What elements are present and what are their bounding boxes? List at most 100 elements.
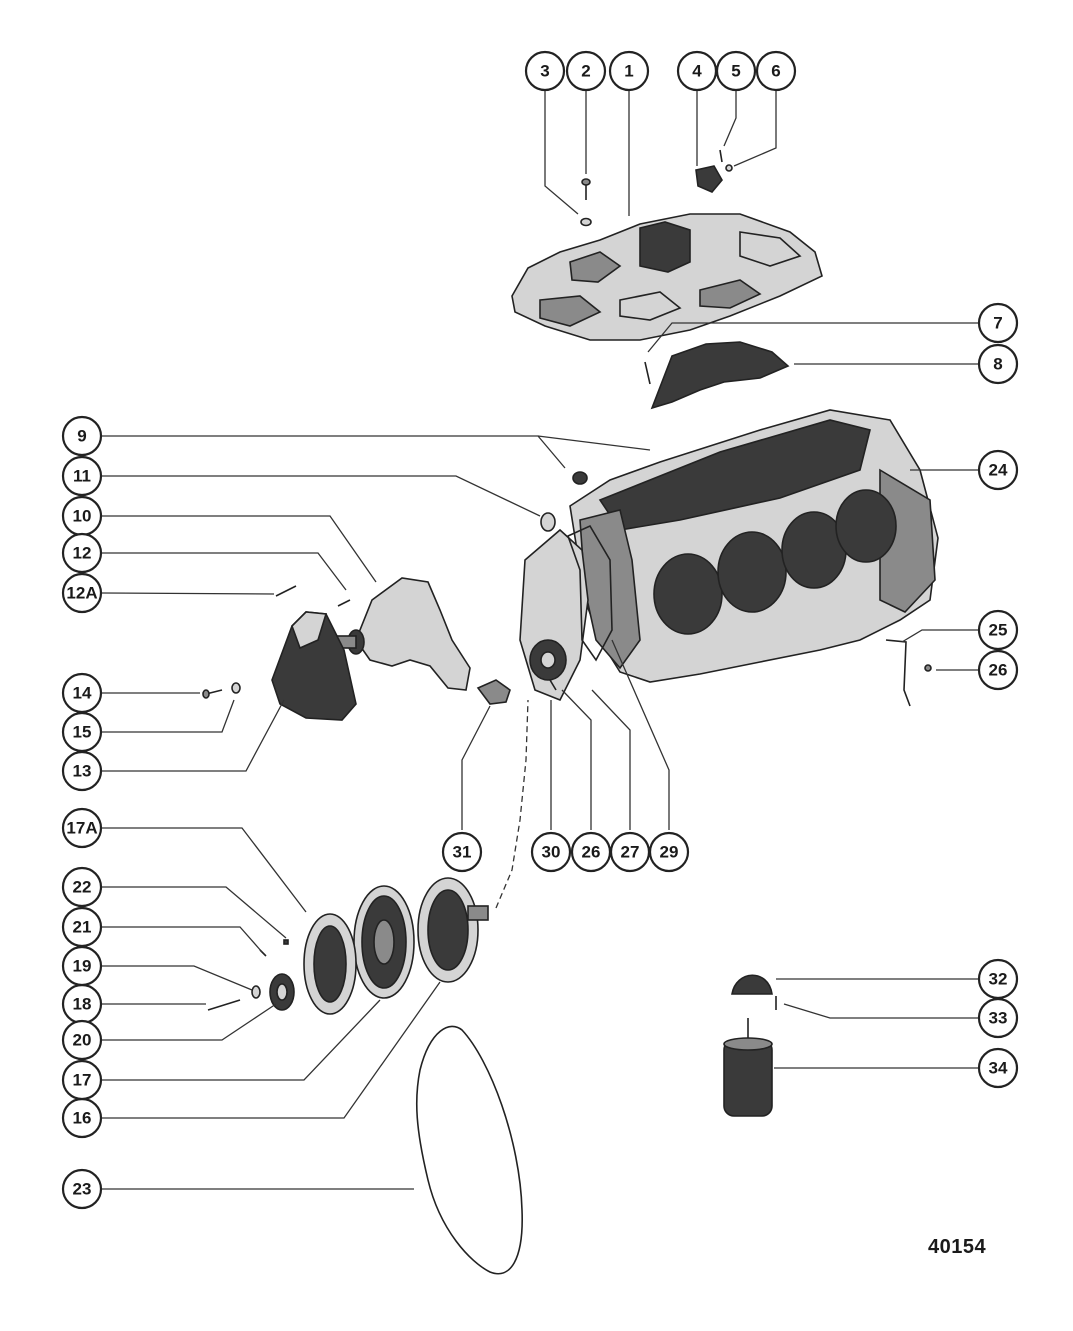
callout-31: 31 [441, 831, 483, 873]
callout-26-bottom: 26 [570, 831, 612, 873]
fitting-31 [476, 679, 511, 705]
svg-text:6: 6 [771, 62, 780, 81]
callout-26-right: 26 [977, 649, 1019, 691]
seal-11 [540, 512, 556, 532]
svg-text:26: 26 [989, 661, 1008, 680]
svg-text:11: 11 [73, 467, 91, 486]
plug-9 [572, 471, 588, 485]
callout-21: 21 [61, 906, 103, 948]
washer-19 [251, 985, 261, 999]
leader-lines [101, 91, 978, 1190]
callout-24: 24 [977, 449, 1019, 491]
bracket-4 [695, 165, 723, 193]
manifold-gasket [650, 341, 790, 410]
svg-text:17A: 17A [66, 819, 97, 838]
svg-text:19: 19 [73, 957, 92, 976]
svg-text:10: 10 [73, 507, 92, 526]
bolt-14 [202, 689, 223, 699]
callout-9: 9 [61, 415, 103, 457]
pulley-17a [303, 913, 357, 1015]
callout-30: 30 [530, 831, 572, 873]
callout-6: 6 [755, 50, 797, 92]
timing-cover-gasket [567, 524, 613, 662]
svg-text:17: 17 [73, 1071, 92, 1090]
svg-text:31: 31 [453, 843, 472, 862]
callout-23: 23 [61, 1168, 103, 1210]
oil-filter [723, 1018, 773, 1117]
pulley-hub-13 [271, 611, 357, 721]
svg-text:20: 20 [73, 1031, 92, 1050]
svg-text:7: 7 [993, 314, 1002, 333]
gasket-25 [885, 639, 911, 707]
callout-7: 7 [977, 302, 1019, 344]
svg-text:33: 33 [989, 1009, 1008, 1028]
svg-text:26: 26 [582, 843, 601, 862]
drive-belt [415, 1025, 523, 1275]
crankshaft-pulley-16 [417, 877, 489, 983]
svg-text:1: 1 [624, 62, 633, 81]
callout-15: 15 [61, 711, 103, 753]
svg-text:4: 4 [692, 62, 702, 81]
callout-10: 10 [61, 495, 103, 537]
svg-text:30: 30 [542, 843, 561, 862]
svg-text:15: 15 [73, 723, 92, 742]
bolt-5 [719, 149, 723, 163]
callout-12: 12 [61, 532, 103, 574]
bolt-18 [207, 999, 241, 1011]
figure-number: 40154 [928, 1236, 987, 1258]
svg-text:27: 27 [621, 843, 640, 862]
svg-text:9: 9 [77, 427, 86, 446]
svg-text:34: 34 [989, 1059, 1008, 1078]
washer-20 [269, 973, 295, 1011]
pulley-17 [353, 885, 415, 999]
callout-5: 5 [715, 50, 757, 92]
bolt-12 [337, 599, 351, 607]
washer-3 [580, 217, 592, 227]
engine-block [569, 409, 939, 683]
callout-17: 17 [61, 1059, 103, 1101]
callout-20: 20 [61, 1019, 103, 1061]
callout-32: 32 [977, 958, 1019, 1000]
svg-text:8: 8 [993, 355, 1002, 374]
svg-text:32: 32 [989, 970, 1008, 989]
svg-text:29: 29 [660, 843, 679, 862]
callout-11: 11 [61, 455, 103, 497]
svg-text:14: 14 [73, 684, 92, 703]
callout-34: 34 [977, 1047, 1019, 1089]
svg-text:3: 3 [540, 62, 549, 81]
callout-29: 29 [648, 831, 690, 873]
key-22 [283, 939, 289, 945]
callout-1: 1 [608, 50, 650, 92]
callout-3: 3 [524, 50, 566, 92]
svg-text:2: 2 [581, 62, 590, 81]
bolt-2 [581, 178, 591, 200]
svg-text:18: 18 [73, 995, 92, 1014]
svg-text:13: 13 [73, 762, 92, 781]
callout-12a: 12A [61, 572, 103, 614]
svg-text:21: 21 [73, 918, 92, 937]
oil-filter-cap [731, 974, 773, 995]
callout-2: 2 [565, 50, 607, 92]
stud-12a [275, 585, 297, 597]
callout-4: 4 [676, 50, 718, 92]
bolt-26 [924, 664, 932, 672]
callout-13: 13 [61, 750, 103, 792]
svg-text:12A: 12A [66, 584, 97, 603]
dowel-7 [644, 361, 651, 385]
svg-text:24: 24 [989, 461, 1008, 480]
callout-18: 18 [61, 983, 103, 1025]
callout-25: 25 [977, 609, 1019, 651]
washer-6 [725, 164, 733, 172]
intake-manifold [511, 213, 823, 341]
svg-text:22: 22 [73, 878, 92, 897]
callout-14: 14 [61, 672, 103, 714]
svg-text:5: 5 [731, 62, 740, 81]
bolt-30 [549, 679, 557, 691]
callout-8: 8 [977, 343, 1019, 385]
svg-text:23: 23 [73, 1180, 92, 1199]
callout-33: 33 [977, 997, 1019, 1039]
svg-text:12: 12 [73, 544, 92, 563]
callout-19: 19 [61, 945, 103, 987]
svg-text:16: 16 [73, 1109, 92, 1128]
